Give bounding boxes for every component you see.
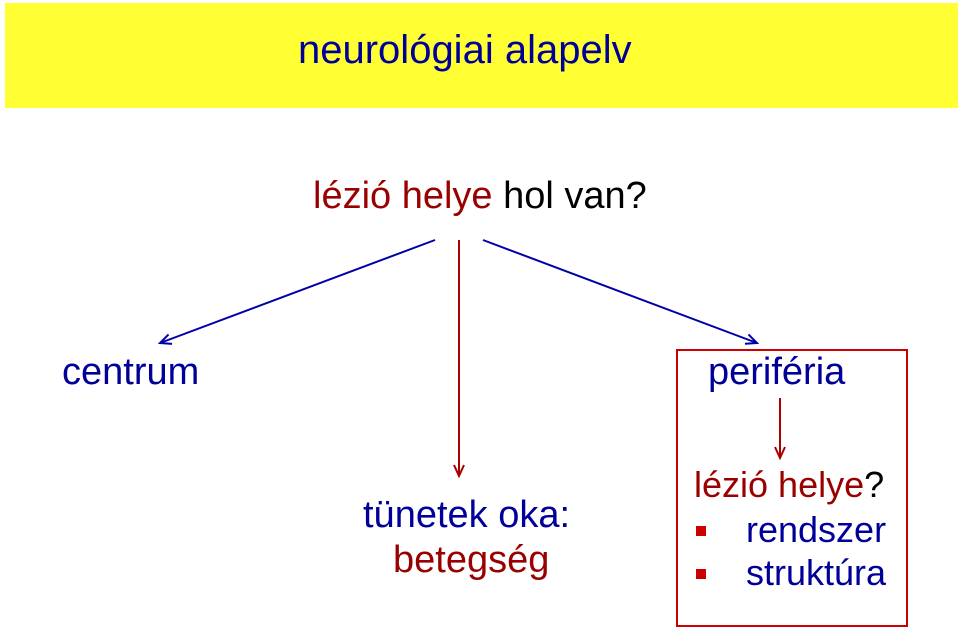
middle-line1: tünetek oka:: [363, 494, 571, 536]
title-bar: [5, 3, 958, 108]
middle-line2: betegség: [393, 539, 550, 581]
periferia-label: periféria: [708, 351, 846, 393]
arrow-to-periferia: [482, 239, 757, 343]
question-rest: hol van?: [492, 175, 647, 217]
list-item-label: rendszer: [746, 509, 887, 550]
question-highlight: lézió helye: [313, 175, 493, 217]
square-bullet-icon: [696, 569, 706, 579]
centrum-label: centrum: [62, 351, 200, 393]
arrow-to-centrum: [160, 239, 436, 343]
periphery-question-highlight: lézió helye: [694, 464, 865, 505]
page-title: neurológiai alapelv: [298, 28, 632, 72]
main-question: lézió helye hol van?: [313, 177, 647, 215]
periphery-question-mark: ?: [864, 464, 885, 505]
periphery-question: lézió helye?: [694, 467, 884, 503]
square-bullet-icon: [696, 526, 706, 536]
periphery-box: [676, 349, 908, 627]
list-item-label: struktúra: [746, 552, 887, 593]
